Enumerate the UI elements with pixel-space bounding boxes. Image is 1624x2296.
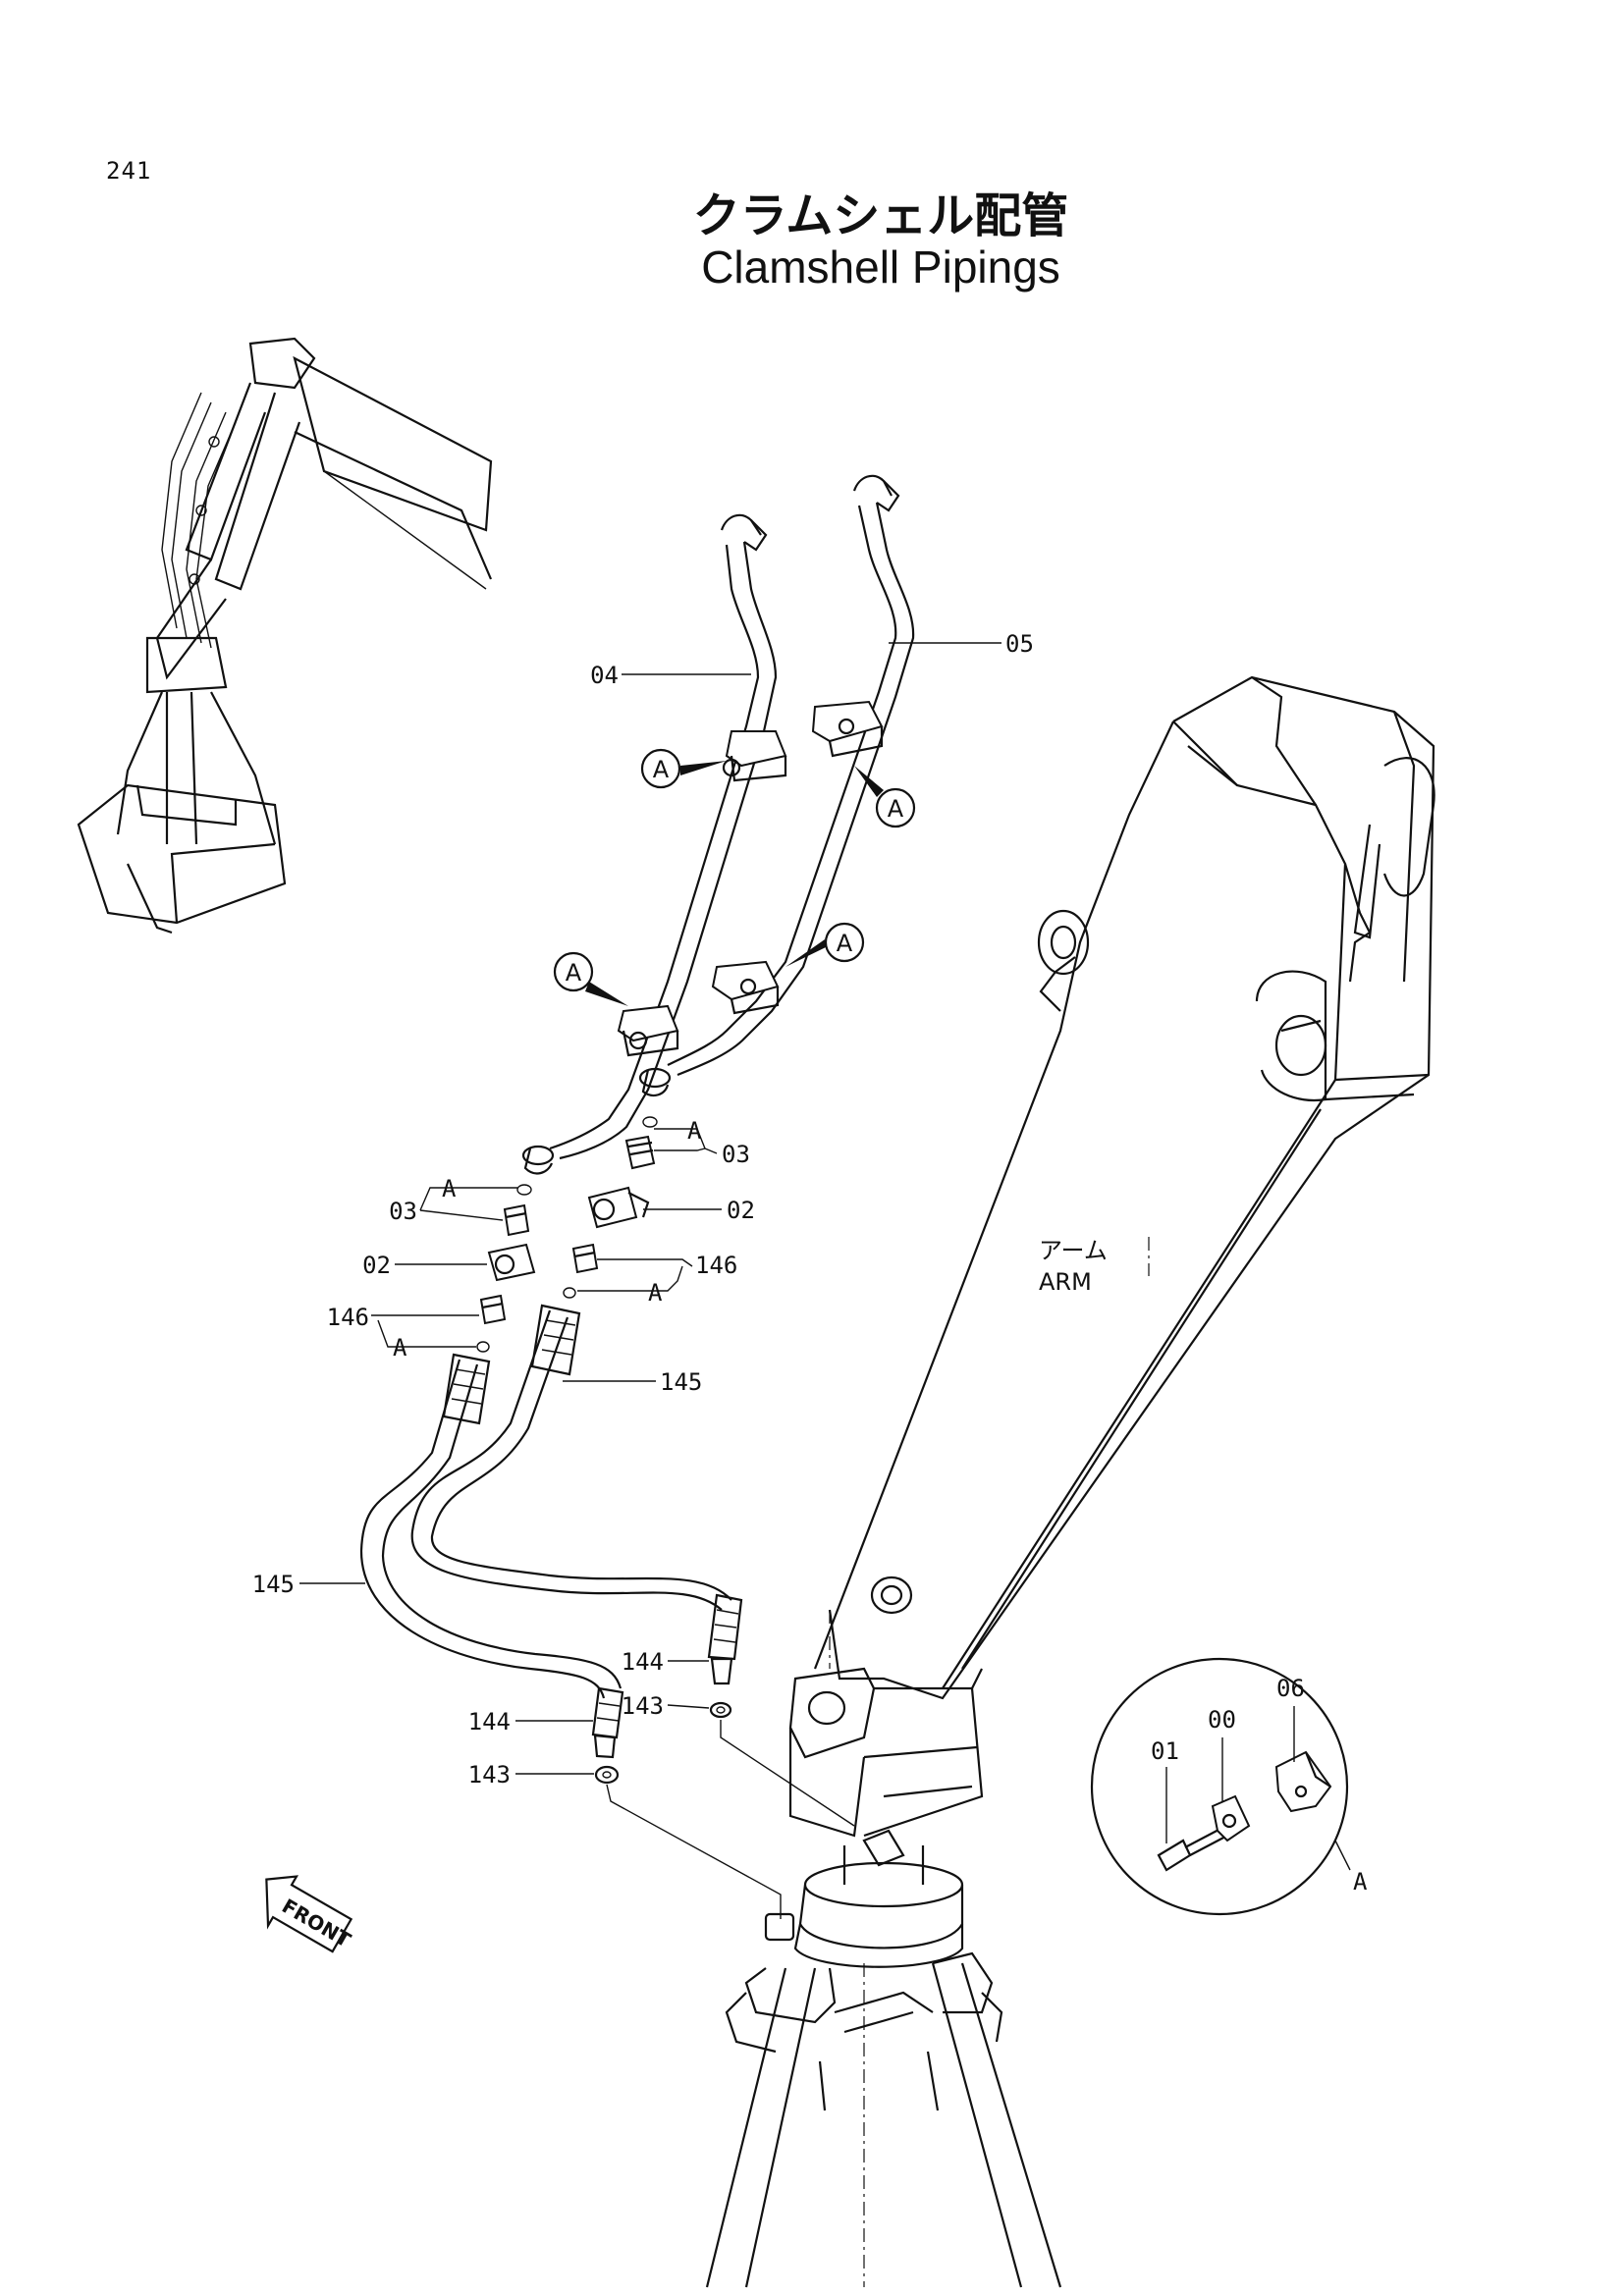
label-146-left: 146 bbox=[327, 1304, 369, 1331]
page-title-english: Clamshell Pipings bbox=[701, 241, 1060, 293]
label-04: 04 bbox=[590, 662, 619, 689]
page-title-japanese: クラムシェル配管 bbox=[692, 188, 1069, 243]
label-145-right: 145 bbox=[660, 1368, 702, 1396]
pipe-05 bbox=[638, 474, 915, 1097]
callouts-a: A A A A bbox=[553, 748, 916, 1006]
callout-a-3-letter: A bbox=[566, 959, 582, 987]
arm-label-english: ARM bbox=[1039, 1268, 1092, 1296]
label-146-right: 146 bbox=[695, 1252, 737, 1279]
page-number: 241 bbox=[106, 157, 152, 185]
detail-label-06: 06 bbox=[1276, 1675, 1305, 1702]
label-02-left: 02 bbox=[362, 1252, 391, 1279]
callout-a-2-letter: A bbox=[888, 795, 904, 823]
callout-a-2 bbox=[875, 787, 916, 828]
label-143-right: 143 bbox=[622, 1692, 664, 1720]
callout-a-1 bbox=[640, 748, 681, 789]
label-144-left: 144 bbox=[468, 1708, 511, 1735]
callout-a-4 bbox=[824, 922, 865, 963]
label-02-right: 02 bbox=[727, 1197, 755, 1224]
callout-a-1-letter: A bbox=[653, 756, 670, 783]
label-a-ref-2: A bbox=[648, 1279, 663, 1307]
detail-label-01: 01 bbox=[1151, 1737, 1179, 1765]
arm bbox=[788, 675, 1435, 1838]
detail-label-00: 00 bbox=[1208, 1706, 1236, 1734]
leader-lines bbox=[299, 642, 1001, 1775]
overview-illustration bbox=[77, 337, 493, 934]
front-arrow: FRONT bbox=[265, 1875, 355, 1953]
callout-a-3 bbox=[553, 951, 594, 992]
fittings bbox=[476, 1116, 658, 1353]
label-a-ref-1: A bbox=[687, 1117, 702, 1145]
label-03-left: 03 bbox=[389, 1198, 417, 1225]
label-144-right: 144 bbox=[622, 1648, 664, 1676]
label-145-left: 145 bbox=[252, 1571, 295, 1598]
arm-label-japanese: アーム bbox=[1039, 1237, 1108, 1264]
center-lines bbox=[829, 1237, 1150, 2287]
part-labels: 04 05 A 03 02 146 A 03 A 02 146 A 145 14… bbox=[252, 630, 1034, 1789]
detail-a: A 01 00 06 bbox=[1090, 1657, 1368, 1916]
detail-a-label: A bbox=[1353, 1868, 1368, 1896]
label-05: 05 bbox=[1005, 630, 1034, 658]
label-143-left: 143 bbox=[468, 1761, 511, 1789]
label-a-ref-3: A bbox=[442, 1175, 457, 1202]
label-03-right: 03 bbox=[722, 1141, 750, 1168]
rotator bbox=[705, 1829, 1062, 2288]
hoses-145 bbox=[359, 1304, 855, 1919]
label-a-ref-4: A bbox=[393, 1334, 407, 1362]
callout-a-4-letter: A bbox=[837, 930, 853, 957]
pipe-04 bbox=[521, 513, 787, 1175]
